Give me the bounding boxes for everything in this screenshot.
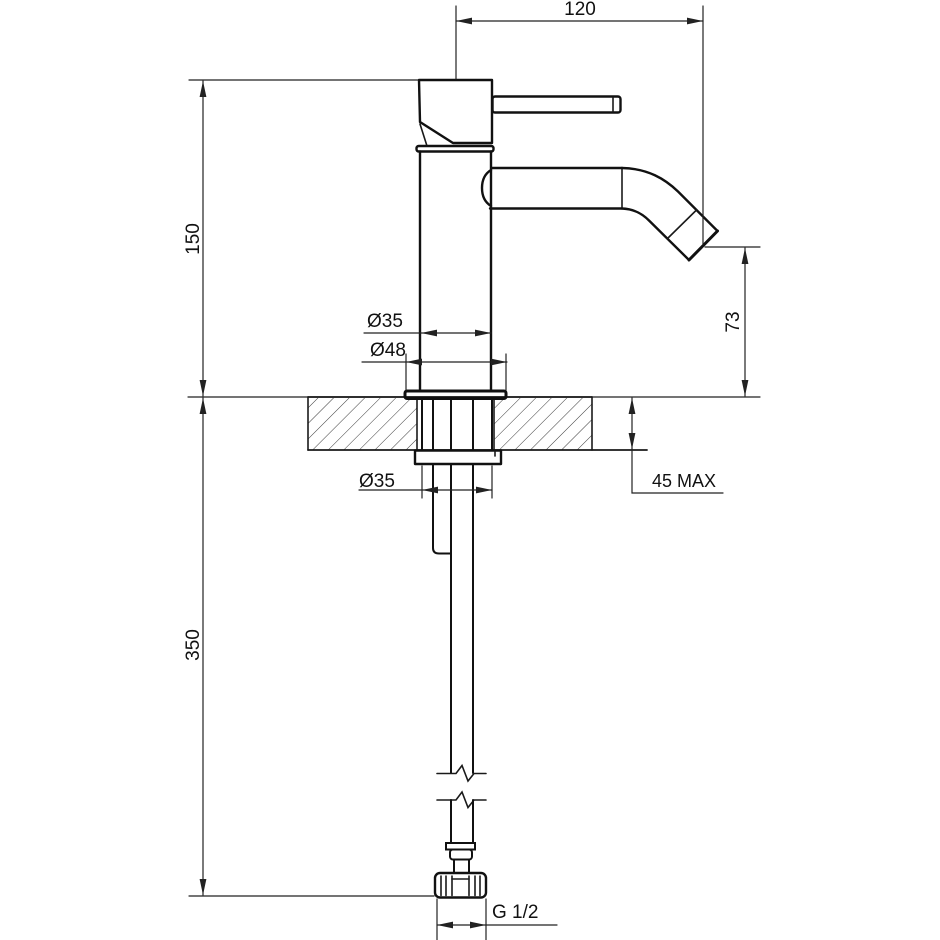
connector-knurl-lines xyxy=(440,875,481,897)
arrowhead-right-icon xyxy=(491,358,507,366)
dim-dia48-ext xyxy=(405,353,507,391)
dim-base-diameter: Ø48 xyxy=(361,340,508,391)
connector-stem xyxy=(453,858,470,874)
spout-group xyxy=(480,166,719,262)
dim-deck-thickness: 45 MAX xyxy=(628,397,724,494)
head-skirt-edge xyxy=(419,123,428,147)
dim-g12-label: G 1/2 xyxy=(492,902,538,923)
dim-shank-diameter: Ø35 xyxy=(358,465,493,499)
dim-73-label: 73 xyxy=(723,311,744,332)
aerator-line xyxy=(666,209,698,240)
dim-spout-reach: 120 xyxy=(455,0,704,245)
body-top-ring xyxy=(415,144,495,153)
g12-connector-group xyxy=(433,842,488,899)
spout-end-cap xyxy=(480,168,493,208)
fixing-stud xyxy=(432,463,452,555)
dim-shank35-ext xyxy=(421,465,493,499)
arrowhead-left-icon xyxy=(437,921,453,929)
arrowhead-down-icon xyxy=(628,433,636,449)
dim-dia48-label: Ø48 xyxy=(370,340,406,361)
arrowhead-up-icon xyxy=(199,398,207,414)
arrowhead-down-icon xyxy=(199,380,207,396)
arrowhead-left-icon xyxy=(406,358,422,366)
dim-120-label: 120 xyxy=(564,0,596,20)
dim-150-label: 150 xyxy=(183,223,204,255)
mounting-lock-nut xyxy=(413,449,503,466)
arrowhead-right-icon xyxy=(476,486,492,494)
spout-inner-curve xyxy=(620,207,691,262)
arrowhead-up-icon xyxy=(741,248,749,264)
arrowhead-up-icon xyxy=(628,398,636,414)
under-counter-group xyxy=(413,398,503,844)
arrowhead-right-icon xyxy=(470,921,486,929)
countertop-section xyxy=(187,396,761,451)
dim-45max-leader xyxy=(631,448,724,494)
dim-body-diameter: Ø35 xyxy=(363,311,492,337)
arrowhead-left-icon xyxy=(422,486,438,494)
dim-shank35-label: Ø35 xyxy=(359,471,395,492)
dim-dia35-label: Ø35 xyxy=(367,311,403,332)
cartridge-head xyxy=(417,78,494,145)
arrowhead-down-icon xyxy=(199,879,207,895)
spout-outlet-face xyxy=(687,229,719,262)
faucet-body-group xyxy=(403,78,622,400)
dim-outlet-height: 73 xyxy=(704,246,761,397)
countertop-hatch-right xyxy=(494,398,592,450)
arrowhead-left-icon xyxy=(421,329,437,337)
dim-deck-to-top: 150 xyxy=(183,79,419,397)
arrowhead-up-icon xyxy=(199,81,207,97)
dim-45max-label: 45 MAX xyxy=(652,471,716,491)
dim-350-label: 350 xyxy=(183,629,204,661)
lever-handle xyxy=(491,95,622,114)
spout-outer-curve xyxy=(620,166,719,233)
dim-thread: G 1/2 xyxy=(436,898,558,940)
pipe-break-line-lower xyxy=(436,790,487,810)
dim-g12-ext xyxy=(436,898,487,940)
pipe-break-line-upper xyxy=(436,763,487,783)
connector-neck xyxy=(449,848,473,861)
arrowhead-left-icon xyxy=(456,17,472,25)
arrowhead-right-icon xyxy=(475,329,491,337)
arrowhead-down-icon xyxy=(741,380,749,396)
base-flange xyxy=(403,389,508,400)
countertop-hatch-left xyxy=(308,398,417,450)
arrowhead-right-icon xyxy=(687,17,703,25)
connector-nut xyxy=(433,871,488,899)
dim-below-deck: 350 xyxy=(183,397,435,897)
